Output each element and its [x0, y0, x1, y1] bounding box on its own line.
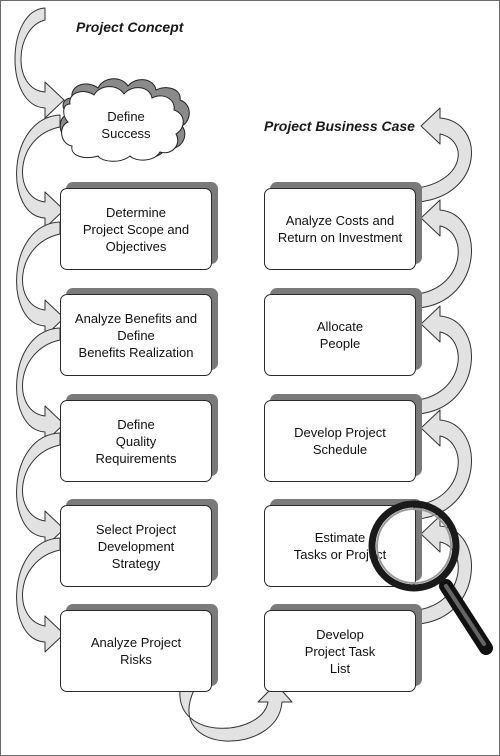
- step-label: Select Project Development Strategy: [95, 521, 177, 571]
- flow-arrow-left-2: [16, 114, 65, 229]
- step-label: Analyze Project Risks: [90, 635, 182, 667]
- step-develop-schedule: Develop Project Schedule: [264, 400, 416, 482]
- heading-project-concept: Project Concept: [76, 19, 184, 35]
- step-analyze-costs: Analyze Costs and Return on Investment: [264, 188, 416, 270]
- step-allocate-people: Allocate People: [264, 294, 416, 376]
- step-label: Allocate People: [316, 319, 364, 351]
- step-define-success: Define Success: [101, 109, 151, 141]
- step-label: Analyze Benefits and Define Benefits Rea…: [74, 310, 198, 360]
- flow-arrow-left-6: [16, 537, 65, 653]
- step-determine-scope: Determine Project Scope and Objectives: [60, 188, 212, 270]
- step-label: Define Quality Requirements: [95, 416, 177, 466]
- step-label: Analyze Costs and Return on Investment: [277, 213, 403, 245]
- step-select-strategy: Select Project Development Strategy: [60, 505, 212, 587]
- step-estimate-tasks: Estimate Tasks or Project: [264, 505, 416, 587]
- flow-arrow-left-1: [14, 7, 65, 119]
- flow-arrow-right-5: [417, 107, 472, 203]
- step-analyze-risks: Analyze Project Risks: [60, 610, 212, 692]
- flow-arrow-right-3: [417, 305, 472, 415]
- step-label: Develop Project Task List: [304, 626, 376, 676]
- step-label: Determine Project Scope and Objectives: [82, 204, 190, 254]
- step-define-quality: Define Quality Requirements: [60, 400, 212, 482]
- step-develop-task-list: Develop Project Task List: [264, 610, 416, 692]
- cloud-face: [61, 86, 184, 162]
- flow-arrow-bottom: [179, 683, 293, 742]
- heading-project-business-case: Project Business Case: [264, 118, 415, 134]
- flow-arrow-right-2: [417, 409, 472, 520]
- flow-arrow-right-4: [417, 199, 472, 309]
- step-analyze-benefits: Analyze Benefits and Define Benefits Rea…: [60, 294, 212, 376]
- step-label: Develop Project Schedule: [294, 425, 386, 457]
